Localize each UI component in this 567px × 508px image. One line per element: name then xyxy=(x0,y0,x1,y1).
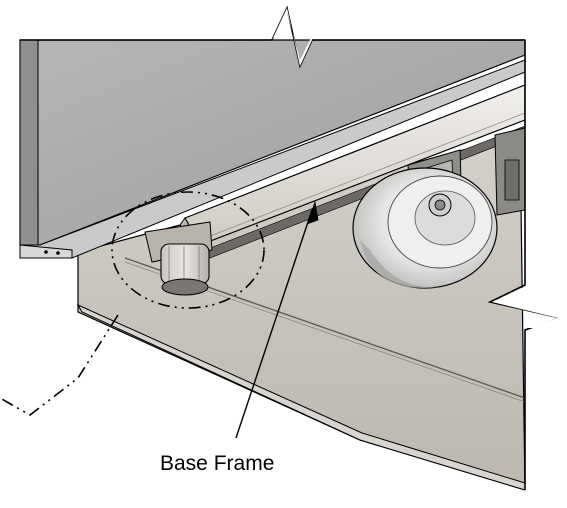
caster-wheel-icon xyxy=(352,127,526,289)
base-frame-label: Base Frame xyxy=(160,452,274,475)
panel-hole-icon xyxy=(56,251,60,255)
leveling-foot-icon xyxy=(144,221,213,296)
base-frame-leader xyxy=(235,200,319,439)
upper-panel xyxy=(19,39,526,259)
detail-circle-icon xyxy=(0,191,265,416)
panel-hole-icon xyxy=(44,250,48,254)
arrowhead-icon xyxy=(306,200,319,225)
